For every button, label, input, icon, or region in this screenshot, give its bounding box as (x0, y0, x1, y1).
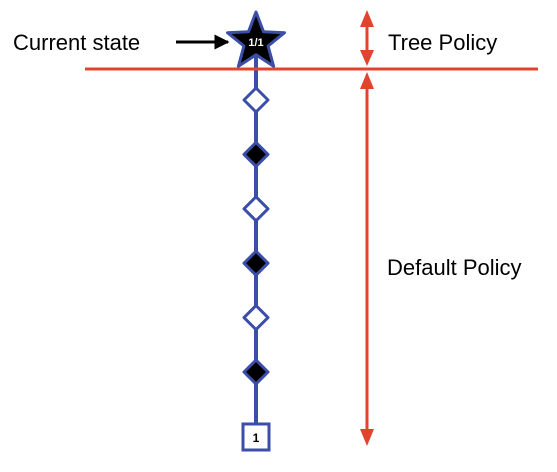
empty-diamond-node (242, 304, 270, 332)
current-state-label: Current state (13, 30, 140, 55)
default-policy-arrowhead-top (360, 72, 374, 89)
filled-diamond-node (242, 140, 270, 168)
terminal-node: 1 (241, 422, 271, 452)
tree-policy-label: Tree Policy (388, 30, 497, 55)
empty-diamond-node (242, 86, 270, 114)
star-icon (226, 10, 286, 68)
empty-diamond-node (242, 195, 270, 223)
default-policy-label: Default Policy (387, 255, 522, 280)
simulation-chain (242, 86, 270, 386)
default-policy-arrowhead-bottom (360, 429, 374, 446)
terminal-reward-label: 1 (253, 431, 260, 445)
root-visit-label: 1/1 (248, 37, 263, 49)
filled-diamond-node (242, 249, 270, 277)
tree-policy-arrowhead-bottom (360, 50, 374, 66)
tree-policy-arrowhead-top (360, 10, 374, 27)
terminal-square-icon (241, 422, 271, 452)
current-state-node: 1/1 (226, 10, 286, 68)
policy-extent-arrows (360, 10, 374, 446)
filled-diamond-node (242, 358, 270, 386)
